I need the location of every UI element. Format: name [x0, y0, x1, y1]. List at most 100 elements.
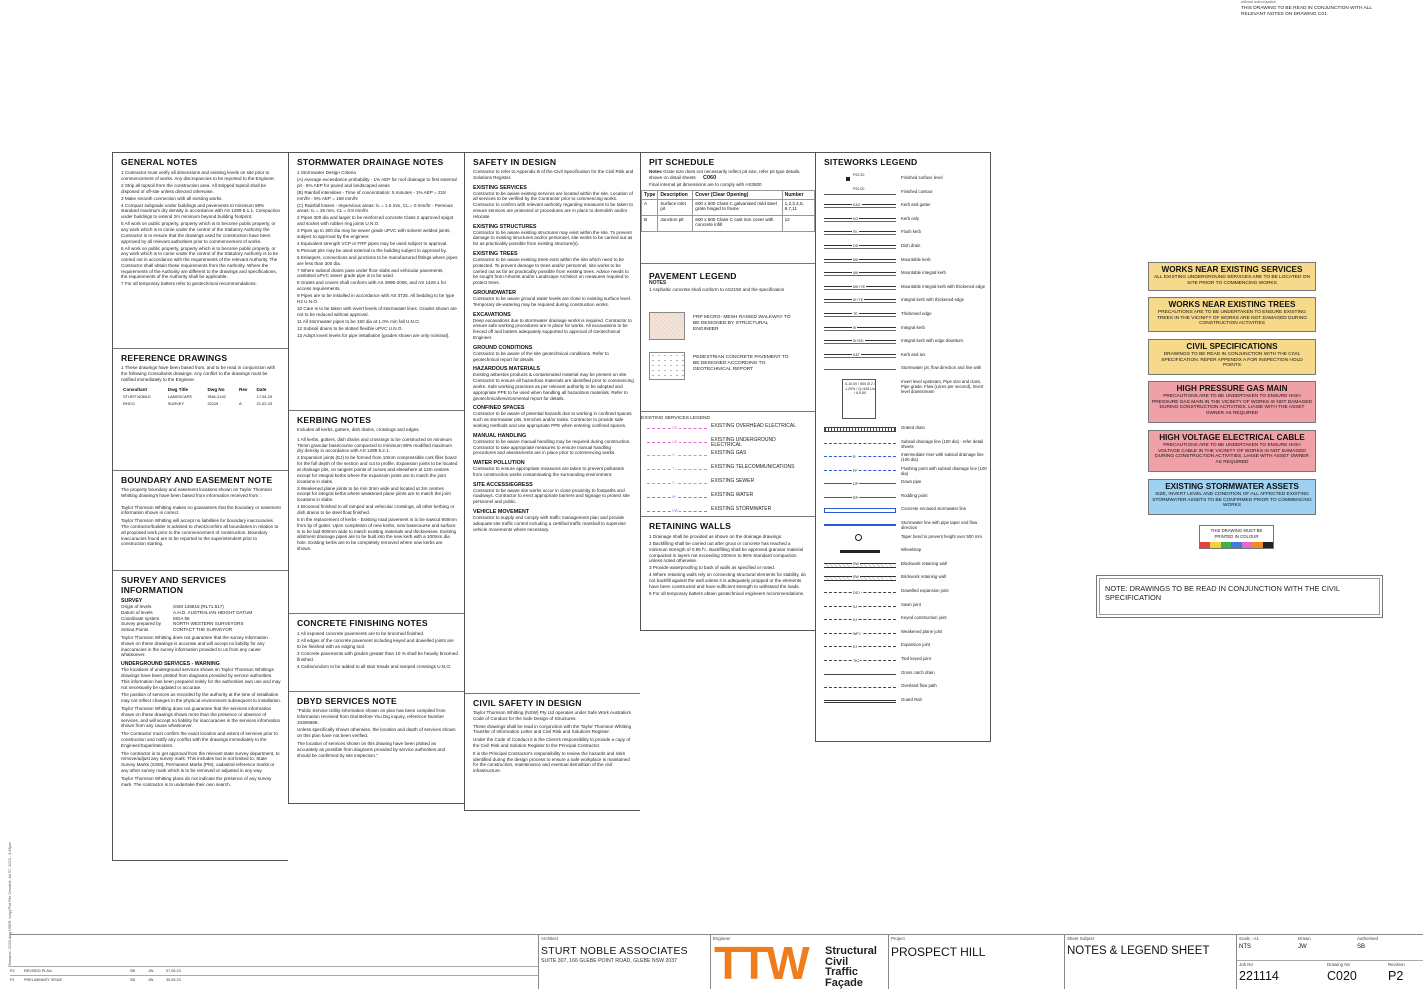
siteworks-legend-label: Gross catch drain [901, 669, 935, 675]
discipline-facade: Façade [825, 976, 863, 989]
survey-field-label: Coordinate system [121, 615, 160, 621]
dbyd-note-section: DBYD SERVICES NOTE "Public Service Utili… [289, 691, 464, 805]
safety-text: Deep excavations due to stormwater drain… [473, 317, 632, 340]
sheet-info-cell: Scale : A1 NTS Drawn JW Authorised SB Jo… [1236, 934, 1423, 989]
ref-header-cell: Date [256, 387, 267, 393]
siteworks-legend-symbol: KJ [824, 618, 896, 623]
ref-cell [237, 393, 254, 400]
conjunction-note: NOTE: DRAWINGS TO BE READ IN CONJUNCTION… [1096, 575, 1383, 618]
revision-desc: REVISED PLAN [24, 969, 52, 973]
warning-body: DRAWINGS TO BE READ IN CONJUNCTION WITH … [1161, 352, 1303, 369]
project-cell: Project PROSPECT HILL [888, 934, 1064, 989]
siteworks-legend-label: Kerb only [901, 215, 920, 221]
retaining-walls-list: 1 Drainage shall be provided as shown on… [649, 534, 809, 597]
pavement-legend-section: PAVEMENT LEGEND NOTES 1 Asphaltic concre… [641, 263, 815, 411]
siteworks-legend-row: Concrete encased stormwater line [816, 504, 990, 518]
side-filename: Filename: C020.dwg USER: tonyj Plot File… [8, 842, 12, 967]
warning-title: WORKS NEAR EXISTING TREES [1168, 300, 1296, 309]
colour-swatch [1231, 541, 1242, 548]
general-note-item: 3 Make smooth connection with all existi… [121, 195, 223, 201]
pavement-legend-title: PAVEMENT LEGEND [649, 271, 737, 281]
existing-service-line [647, 455, 707, 457]
kerbing-notes-section: KERBING NOTES Includes all kerbs, gutter… [289, 410, 464, 613]
header-line2: THIS DRAWING TO BE READ IN CONJUNCTION W… [1241, 5, 1373, 11]
concrete-note-item: 4 Carborundum to be added to all stair t… [297, 663, 452, 669]
drawing-number: C020 [1327, 969, 1357, 983]
existing-services-title: EXISTING SERVICES LEGEND [641, 416, 710, 421]
ref-header-cell: Dwg Title [167, 387, 189, 393]
siteworks-legend-label: Finished contour [901, 188, 933, 194]
pit-cell: B [641, 215, 659, 233]
revision-label: Revision [1388, 962, 1405, 967]
siteworks-legend-symbol: IL10.00 / 600 Ø 2 / 1.25% / Q=345 L/s / … [842, 378, 876, 419]
siteworks-legend-symbol: TE [824, 311, 896, 317]
siteworks-legend-tag: TKJ [852, 659, 861, 663]
column-3: SAFETY IN DESIGN Contractor to refer to … [464, 152, 640, 811]
siteworks-legend-tag: RW [852, 561, 860, 566]
survey-field-value: A.H.D. AUSTRALIAN HEIGHT DATUM [173, 609, 253, 615]
column-4: PIT SCHEDULE Notes Grate size does not n… [640, 152, 815, 631]
safety-subheading: SITE ACCESS/EGRESS [473, 481, 533, 488]
boundary-text-1: The property boundary and easement locat… [121, 487, 273, 498]
dbyd-text-1: "Public Service Utility information show… [297, 708, 446, 725]
siteworks-legend-symbol [824, 369, 896, 371]
siteworks-legend-symbol [824, 426, 896, 432]
stormwater-note-item: 9 Pipes are to be installed in accordanc… [297, 293, 455, 304]
concrete-swatch [649, 352, 685, 380]
siteworks-legend-title: SITEWORKS LEGEND [824, 157, 918, 167]
drawn-label: Drawn [1298, 936, 1311, 941]
colour-swatch [1210, 541, 1221, 548]
existing-service-code: W [671, 493, 677, 499]
siteworks-legend-symbol: MK+TE [824, 284, 896, 290]
general-note-item: 4 Compact subgrade under buildings and p… [121, 202, 281, 220]
siteworks-legend-label: Mountable integral kerb with thickened e… [901, 283, 986, 289]
siteworks-legend-tag: FP [852, 468, 859, 473]
ref-cell: 21.02.23 [256, 401, 273, 407]
siteworks-legend-label: Tied keyed joint [901, 656, 931, 661]
safety-text: Contractor to be aware of potential haza… [473, 411, 632, 428]
header-note: without authorisation THIS DRAWING TO BE… [1241, 0, 1421, 17]
survey-text-1: Taylor Thomson Whitting does not guarant… [121, 634, 268, 658]
revision-date: 07.06.23 [166, 969, 181, 973]
siteworks-legend-tag: P22.00 [852, 186, 866, 191]
colour-swatch [1252, 541, 1263, 548]
pit-notes-label: Notes [649, 169, 662, 174]
scale-label: Scale : A1 [1239, 936, 1259, 941]
ref-cell: SURVEY [167, 401, 185, 407]
ttw-disciplines: Structural Civil Traffic Façade [825, 946, 877, 988]
existing-service-label: EXISTING GAS [711, 450, 747, 457]
stormwater-notes-section: STORMWATER DRAINAGE NOTES 1 Stormwater D… [289, 153, 464, 410]
survey-field-value: MGA 56 [173, 615, 190, 621]
siteworks-legend-row: Stormwater pit, flow direction and line … [816, 363, 990, 377]
retaining-wall-item: 1 Drainage shall be provided as shown on… [649, 534, 783, 539]
siteworks-legend-label: Stormwater line with pipe taper and flow… [901, 520, 978, 531]
stormwater-note-item: 8 Grates and covers shall conform with A… [297, 280, 447, 292]
siteworks-legend-symbol: P22.00 [824, 186, 896, 195]
general-note-item: 1 Contractor must verify all dimensions … [121, 170, 275, 181]
existing-service-label: EXISTING UNDERGROUND ELECTRICAL [711, 436, 776, 449]
dbyd-text-3: The location of services shown on this d… [297, 740, 446, 758]
existing-service-code: S [671, 479, 676, 485]
safety-subheading: EXISTING SERVICES [473, 184, 527, 191]
concrete-note-item: 3 Concrete pavements with grades greater… [297, 650, 458, 662]
pit-note-ref: C060 [703, 174, 717, 181]
siteworks-legend-tag: SJ [852, 604, 859, 609]
ref-header-cell: Dwg No [207, 387, 225, 393]
siteworks-legend-tag: FK [852, 230, 859, 235]
general-note-item: 7 For all temporary batters refer to geo… [121, 281, 257, 287]
